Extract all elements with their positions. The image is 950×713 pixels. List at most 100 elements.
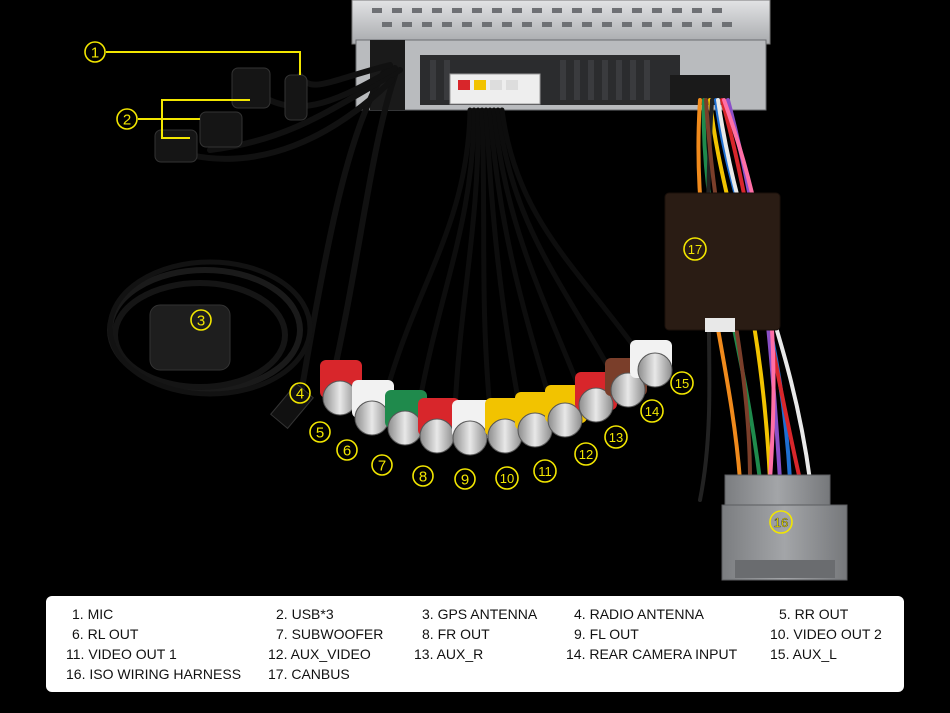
legend-label: AUX_VIDEO (290, 646, 371, 662)
iso-harness-plug (721, 474, 848, 581)
legend-number: 14. (566, 646, 586, 662)
legend-label: CANBUS (291, 666, 350, 682)
svg-text:15: 15 (675, 376, 689, 391)
rca-rl (352, 380, 394, 436)
product-photo: 1 2 3 4 5 6 7 8 9 10 11 12 13 14 15 16 1… (84, 0, 848, 581)
svg-text:2: 2 (123, 112, 131, 129)
callout-7: 7 (371, 454, 393, 476)
gps-antenna (107, 259, 313, 397)
legend-number: 1. (72, 606, 84, 622)
legend-label: VIDEO OUT 2 (793, 626, 882, 642)
legend-item-mic: 1. MIC (72, 606, 113, 622)
legend-item-aux-video: 12. AUX_VIDEO (268, 646, 371, 662)
callout-lines (106, 51, 301, 139)
legend-label: AUX_L (792, 646, 837, 662)
legend-label: ISO WIRING HARNESS (89, 666, 242, 682)
legend-item-rl-out: 6. RL OUT (72, 626, 138, 642)
svg-text:12: 12 (579, 447, 593, 462)
legend-number: 16. (66, 666, 86, 682)
rca-connectors (320, 340, 673, 456)
legend-item-radio-antenna: 4. RADIO ANTENNA (574, 606, 704, 622)
svg-text:10: 10 (500, 471, 514, 486)
rca-sub (385, 390, 427, 446)
legend-label: AUX_R (436, 646, 484, 662)
legend-label: RL OUT (87, 626, 139, 642)
legend-number: 17. (268, 666, 288, 682)
legend-number: 13. (414, 646, 434, 662)
legend-label: RADIO ANTENNA (589, 606, 704, 622)
rca-auxl (630, 340, 673, 388)
legend-item-aux-l: 15. AUX_L (770, 646, 837, 662)
callout-17: 17 (683, 237, 707, 261)
legend-item-video-out-1: 11. VIDEO OUT 1 (66, 646, 177, 662)
head-unit (351, 0, 771, 111)
callout-1: 1 (84, 41, 106, 63)
svg-text:5: 5 (316, 425, 324, 442)
legend-number: 3. (422, 606, 434, 622)
svg-text:13: 13 (609, 430, 623, 445)
legend-item-video-out-2: 10. VIDEO OUT 2 (770, 626, 882, 642)
rca-rr (320, 360, 362, 416)
legend-number: 6. (72, 626, 84, 642)
callout-15: 15 (670, 371, 694, 395)
legend-label: FL OUT (589, 626, 639, 642)
legend-number: 11. (66, 646, 85, 662)
canbus-box (664, 192, 781, 332)
callout-9: 9 (454, 468, 476, 490)
legend-item-aux-r: 13. AUX_R (414, 646, 483, 662)
legend-item-gps-antenna: 3. GPS ANTENNA (422, 606, 537, 622)
svg-text:1: 1 (91, 45, 99, 62)
callout-4: 4 (289, 382, 311, 404)
callout-8: 8 (412, 465, 434, 487)
callout-12: 12 (574, 442, 598, 466)
rca-fr (418, 398, 460, 454)
svg-text:17: 17 (688, 242, 702, 257)
callout-14: 14 (640, 399, 664, 423)
legend-number: 12. (268, 646, 288, 662)
legend-number: 10. (770, 626, 790, 642)
callout-10: 10 (495, 466, 519, 490)
legend-number: 2. (276, 606, 288, 622)
legend-label: VIDEO OUT 1 (88, 646, 177, 662)
callout-16: 16 (769, 510, 793, 534)
legend-number: 8. (422, 626, 434, 642)
legend-number: 4. (574, 606, 586, 622)
svg-text:14: 14 (645, 404, 659, 419)
legend-item-fr-out: 8. FR OUT (422, 626, 490, 642)
legend-number: 5. (779, 606, 791, 622)
legend-label: FR OUT (437, 626, 490, 642)
svg-text:11: 11 (538, 464, 552, 479)
legend-item-canbus: 17. CANBUS (268, 666, 350, 682)
svg-text:3: 3 (197, 313, 205, 330)
legend-label: USB*3 (291, 606, 334, 622)
legend-item-iso-wiring-harness: 16. ISO WIRING HARNESS (66, 666, 241, 682)
callout-13: 13 (604, 425, 628, 449)
legend-number: 7. (276, 626, 288, 642)
legend-number: 9. (574, 626, 586, 642)
legend-label: REAR CAMERA INPUT (589, 646, 738, 662)
legend-item-rr-out: 5. RR OUT (779, 606, 848, 622)
legend-number: 15. (770, 646, 790, 662)
legend-panel: 1. MIC 2. USB*3 3. GPS ANTENNA 4. RADIO … (46, 596, 904, 692)
svg-text:4: 4 (296, 386, 304, 403)
legend-item-usb: 2. USB*3 (276, 606, 334, 622)
legend-label: MIC (87, 606, 114, 622)
legend-item-rear-camera-input: 14. REAR CAMERA INPUT (566, 646, 737, 662)
callout-3: 3 (190, 309, 212, 331)
radio-antenna-plug (270, 382, 314, 430)
callout-5: 5 (309, 421, 331, 443)
legend-label: RR OUT (794, 606, 849, 622)
callout-11: 11 (533, 459, 557, 483)
legend-item-subwoofer: 7. SUBWOOFER (276, 626, 383, 642)
svg-text:9: 9 (461, 472, 469, 489)
rca-fl (452, 400, 494, 456)
svg-text:7: 7 (378, 458, 386, 475)
callout-2: 2 (116, 108, 138, 130)
svg-text:6: 6 (343, 443, 351, 460)
legend-label: SUBWOOFER (291, 626, 384, 642)
callout-markers: 1 2 3 4 5 6 7 8 9 10 11 12 13 14 15 16 1… (84, 41, 793, 534)
legend-label: GPS ANTENNA (437, 606, 538, 622)
legend-item-fl-out: 9. FL OUT (574, 626, 639, 642)
svg-text:16: 16 (774, 515, 788, 530)
svg-text:8: 8 (419, 469, 427, 486)
